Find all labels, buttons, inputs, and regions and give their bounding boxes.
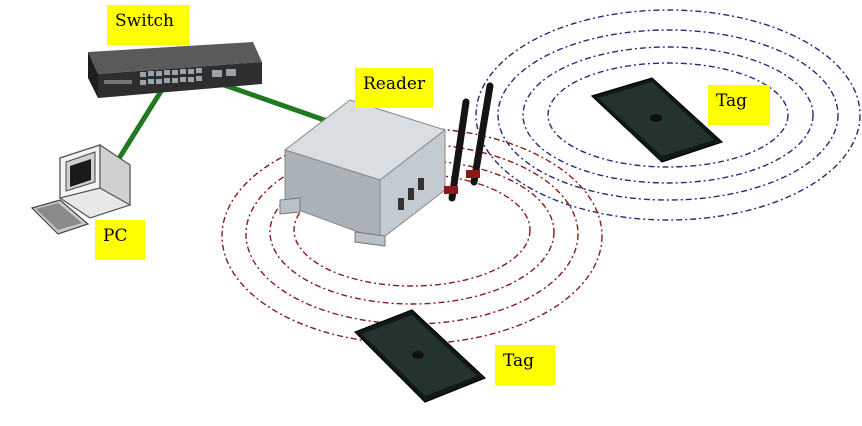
tag-bottom-label: Tag <box>495 345 555 385</box>
rfid-reader-icon <box>280 100 445 246</box>
pc-label: PC <box>95 220 145 260</box>
antenna-icon <box>452 86 490 198</box>
cable-switch-pc <box>118 88 163 160</box>
reader-label: Reader <box>355 68 433 108</box>
rfid-tag-icon <box>355 310 485 402</box>
rfid-tag-icon <box>592 78 722 162</box>
tag-top-label: Tag <box>708 85 770 125</box>
switch-label: Switch <box>107 5 189 45</box>
